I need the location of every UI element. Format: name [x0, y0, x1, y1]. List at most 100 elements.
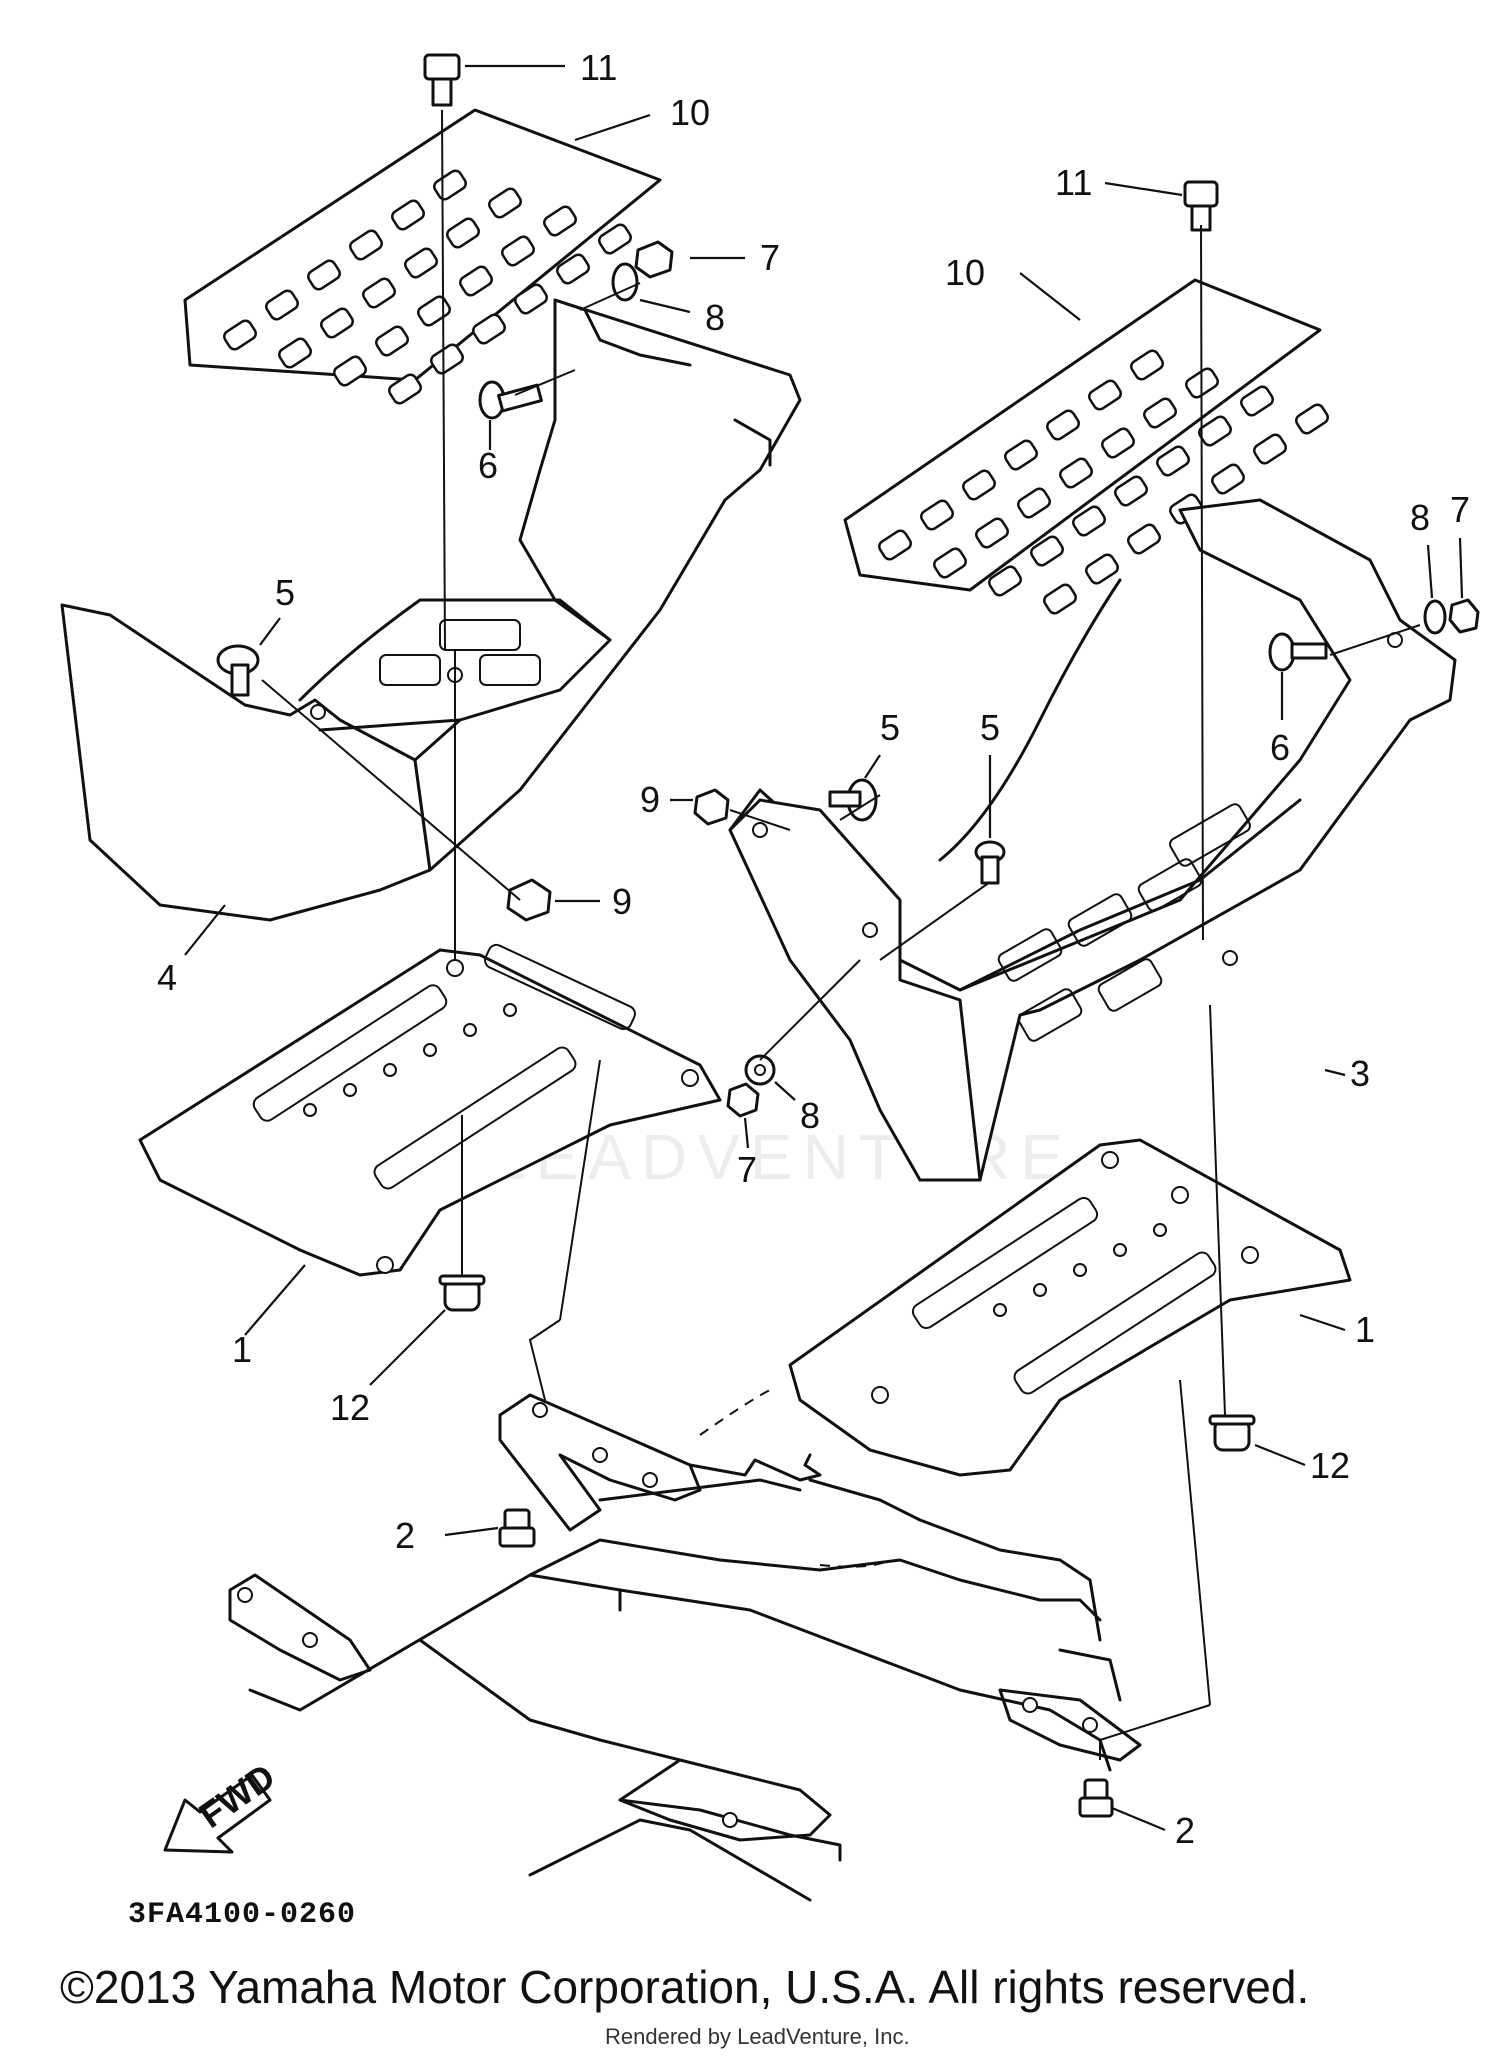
bolt-top-right[interactable] — [1183, 180, 1219, 232]
pad-stud — [1004, 439, 1038, 471]
pad-stud — [1253, 433, 1287, 465]
diagram-part-code: 3FA4100-0260 — [128, 1898, 357, 1932]
nut-lower-right[interactable] — [726, 1082, 760, 1118]
pad-stud — [543, 205, 577, 237]
callout-5-right-b: 5 — [980, 707, 1000, 748]
copyright-notice: ©2013 Yamaha Motor Corporation, U.S.A. A… — [60, 1961, 1310, 2013]
pad-stud — [362, 277, 396, 309]
pad-stud — [404, 247, 438, 279]
footrest-bracket-left[interactable] — [138, 942, 722, 1277]
callout-8-upper-right: 8 — [1410, 497, 1430, 538]
callout-5-left: 5 — [275, 572, 295, 613]
pad-stud — [307, 259, 341, 291]
pad-stud — [1156, 445, 1190, 477]
callout-6-left: 6 — [478, 445, 498, 486]
nut-upper-left[interactable] — [634, 240, 674, 279]
pad-stud — [391, 199, 425, 231]
bolt-right-guard-b[interactable] — [974, 840, 1006, 885]
pad-stud — [975, 517, 1009, 549]
pad-stud — [878, 529, 912, 561]
pad-stud — [1127, 523, 1161, 555]
assembly-lines — [261, 109, 1421, 1760]
callout-labels: 11 10 7 8 6 5 9 4 1 12 2 11 10 8 7 6 5 5… — [157, 47, 1470, 1851]
pad-stud — [1043, 583, 1077, 615]
pad-stud — [501, 235, 535, 267]
pad-stud — [1085, 553, 1119, 585]
pad-stud — [556, 253, 590, 285]
vehicle-frame — [228, 1389, 1142, 1902]
pad-stud — [388, 373, 422, 405]
bolt-top-left[interactable] — [423, 53, 461, 107]
pad-stud — [1211, 463, 1245, 495]
pad-stud — [1059, 457, 1093, 489]
callout-9-left: 9 — [612, 881, 632, 922]
nut-left-guard[interactable] — [506, 878, 552, 922]
pad-stud — [223, 319, 257, 351]
callout-7-upper-left: 7 — [760, 237, 780, 278]
footrest-pad-left[interactable] — [183, 108, 662, 406]
pad-stud — [920, 499, 954, 531]
footrest-guard-left[interactable] — [60, 298, 802, 922]
washer-lower-right[interactable] — [744, 1054, 776, 1086]
callout-11-right: 11 — [1055, 162, 1092, 203]
callout-8-lower-right: 8 — [800, 1095, 820, 1136]
pad-stud — [1088, 379, 1122, 411]
pad-stud — [320, 307, 354, 339]
pad-stud — [375, 325, 409, 357]
washer-upper-left[interactable] — [611, 262, 639, 302]
pad-stud — [962, 469, 996, 501]
callout-5-right-a: 5 — [880, 707, 900, 748]
bolt-left-guard-front[interactable] — [216, 644, 260, 697]
callout-11-left: 11 — [580, 47, 617, 88]
pad-stud — [1072, 505, 1106, 537]
pad-stud — [278, 337, 312, 369]
footrest-bracket-right[interactable] — [788, 1138, 1352, 1477]
pad-stud — [1046, 409, 1080, 441]
pad-stud — [459, 265, 493, 297]
pad-stud — [472, 313, 506, 345]
pad-stud — [933, 547, 967, 579]
callout-9-right: 9 — [640, 779, 660, 820]
pad-stud — [417, 295, 451, 327]
callout-1-right: 1 — [1355, 1309, 1375, 1350]
pad-stud — [349, 229, 383, 261]
fwd-arrow-icon: FWD — [163, 1755, 282, 1854]
bolt-right-guard[interactable] — [1268, 632, 1328, 672]
pad-stud — [1114, 475, 1148, 507]
callout-2-left: 2 — [395, 1515, 415, 1556]
callout-6-right: 6 — [1270, 727, 1290, 768]
callout-leaders — [184, 64, 1464, 1832]
pad-stud — [1240, 385, 1274, 417]
pad-stud — [1130, 349, 1164, 381]
nut-upper-right[interactable] — [1448, 598, 1480, 634]
washer-upper-right[interactable] — [1423, 599, 1447, 635]
pad-stud — [988, 565, 1022, 597]
bolt-right-frame[interactable] — [1078, 1778, 1114, 1818]
pad-stud — [265, 289, 299, 321]
callout-8-upper-left: 8 — [705, 297, 725, 338]
pad-stud — [1143, 397, 1177, 429]
bolt-right-guard-a[interactable] — [828, 778, 878, 822]
callout-12-right: 12 — [1310, 1445, 1350, 1486]
pad-stud — [488, 187, 522, 219]
callout-2-right: 2 — [1175, 1810, 1195, 1851]
pad-stud — [446, 217, 480, 249]
callout-10-left: 10 — [670, 92, 710, 133]
nut-right-guard[interactable] — [693, 788, 730, 826]
grommet-left[interactable] — [438, 1274, 486, 1312]
pad-stud — [514, 283, 548, 315]
callout-12-left: 12 — [330, 1387, 370, 1428]
footrest-guard-right[interactable] — [728, 498, 1457, 1182]
pad-stud — [333, 355, 367, 387]
callout-1-left: 1 — [232, 1329, 252, 1370]
callout-7-upper-right: 7 — [1450, 489, 1470, 530]
callout-7-lower-right: 7 — [737, 1149, 757, 1190]
callout-3: 3 — [1350, 1053, 1370, 1094]
bolt-left-frame[interactable] — [498, 1508, 536, 1548]
pad-stud — [598, 223, 632, 255]
bolt-left-guard[interactable] — [478, 380, 543, 420]
grommet-right[interactable] — [1208, 1414, 1256, 1452]
pad-stud — [1295, 403, 1329, 435]
pad-stud — [430, 343, 464, 375]
